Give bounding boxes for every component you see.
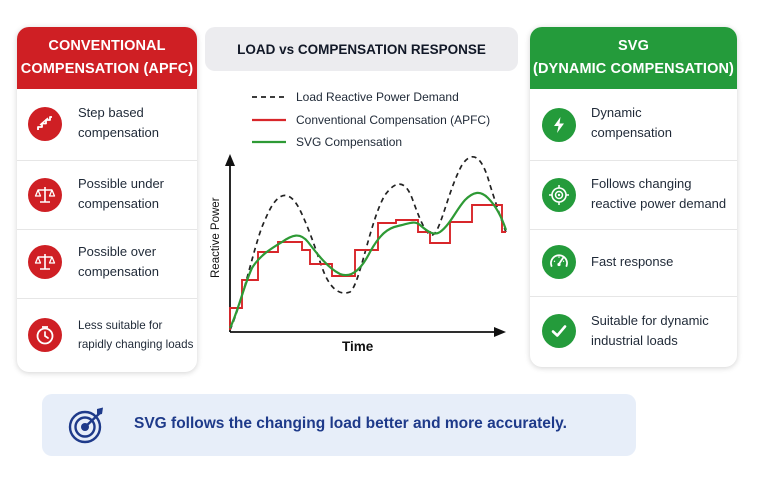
apfc-step-line — [229, 204, 506, 330]
conventional-compensation-panel: CONVENTIONAL COMPENSATION (APFC) Step ba… — [17, 27, 197, 372]
conventional-panel-header: CONVENTIONAL COMPENSATION (APFC) — [17, 27, 197, 89]
conventional-title-line1: CONVENTIONAL — [48, 38, 166, 54]
demand-curve — [229, 155, 507, 331]
target-arrow-icon — [67, 406, 109, 451]
chart-legend: Load Reactive Power Demand Conventional … — [252, 90, 490, 149]
conventional-title-line2: COMPENSATION (APFC) — [20, 61, 194, 77]
scale-icon — [28, 178, 62, 212]
y-axis-arrow — [225, 154, 235, 166]
svg-title-line2: (DYNAMIC COMPENSATION) — [533, 61, 734, 77]
scale-icon — [28, 245, 62, 279]
summary-text: SVG follows the changing load better and… — [134, 415, 567, 432]
speedometer-icon — [542, 245, 576, 279]
checkmark-icon — [542, 314, 576, 348]
list-item-fast-response: Fast response — [530, 229, 737, 295]
target-icon — [542, 178, 576, 212]
clock-icon — [28, 318, 62, 352]
svg-title-line1: SVG — [618, 38, 649, 54]
x-axis-label: Time — [342, 339, 374, 354]
lightning-icon — [542, 108, 576, 142]
legend-demand-label: Load Reactive Power Demand — [296, 90, 459, 104]
chart-title: LOAD vs COMPENSATION RESPONSE — [205, 27, 518, 71]
load-vs-compensation-chart: Load Reactive Power Demand Conventional … — [210, 90, 508, 354]
legend-svg-label: SVG Compensation — [296, 135, 402, 149]
x-axis-arrow — [494, 327, 506, 337]
y-axis-label: Reactive Power — [210, 197, 222, 278]
svg-panel-header: SVG (DYNAMIC COMPENSATION) — [530, 27, 737, 89]
fast-response-text: Fast response — [591, 254, 674, 269]
legend-apfc-label: Conventional Compensation (APFC) — [296, 113, 490, 127]
summary-banner: SVG follows the changing load better and… — [42, 394, 636, 456]
stairs-icon — [28, 107, 62, 141]
svg-compensation-curve — [229, 191, 508, 329]
